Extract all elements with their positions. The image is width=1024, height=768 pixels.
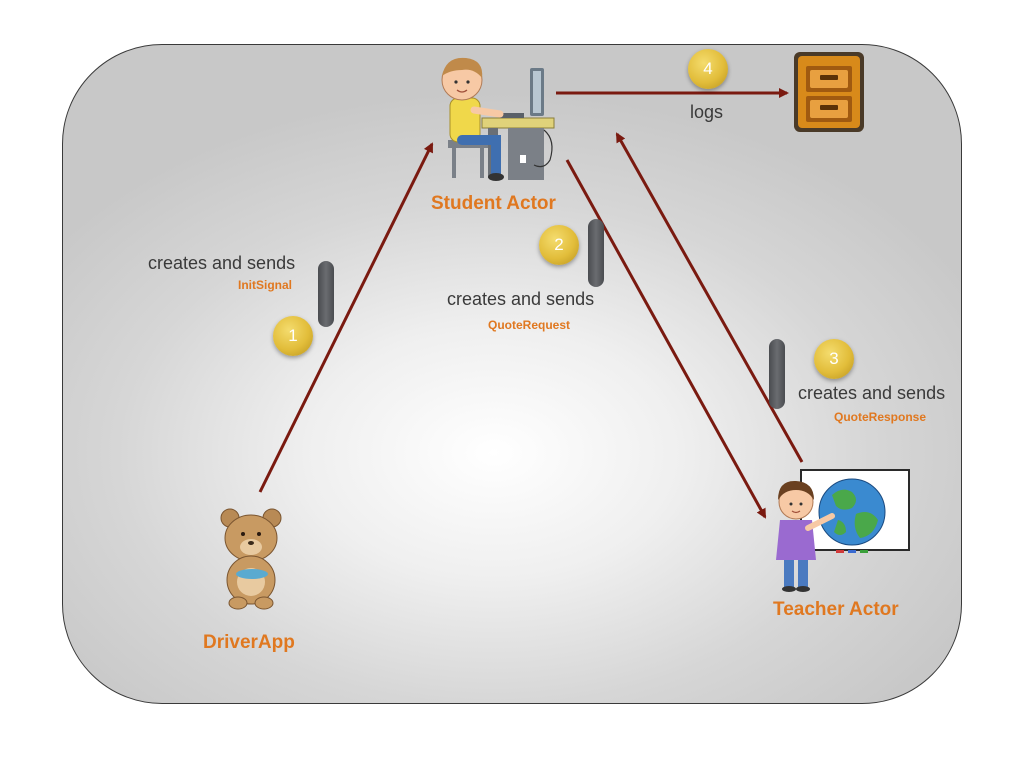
message-2-name: QuoteRequest bbox=[488, 318, 571, 332]
message-3-action: creates and sends bbox=[798, 383, 946, 403]
student-actor-label: Student Actor bbox=[431, 193, 556, 214]
message-1-bar bbox=[318, 261, 334, 327]
step-1-badge: 1 bbox=[273, 316, 313, 356]
message-2-bar bbox=[588, 219, 604, 287]
teacher-actor-label: Teacher Actor bbox=[773, 599, 899, 620]
message-3-bar bbox=[769, 339, 785, 409]
step-3-badge: 3 bbox=[814, 339, 854, 379]
file-cabinet-icon bbox=[794, 52, 864, 132]
driver-app-label: DriverApp bbox=[203, 632, 295, 653]
message-1-name: InitSignal bbox=[238, 278, 292, 292]
arrow-driver-to-student bbox=[258, 142, 434, 493]
message-1-action: creates and sends bbox=[148, 253, 296, 273]
teacher-at-globe-icon bbox=[776, 469, 910, 592]
message-2-action: creates and sends bbox=[447, 289, 595, 309]
message-4-action: logs bbox=[690, 102, 724, 122]
arrow-student-to-teacher bbox=[565, 159, 767, 519]
step-2-badge: 2 bbox=[539, 225, 579, 265]
teddy-bear-icon bbox=[220, 508, 282, 610]
student-at-computer-icon bbox=[441, 57, 555, 181]
message-3-name: QuoteResponse bbox=[834, 410, 927, 424]
step-4-badge: 4 bbox=[688, 49, 728, 89]
